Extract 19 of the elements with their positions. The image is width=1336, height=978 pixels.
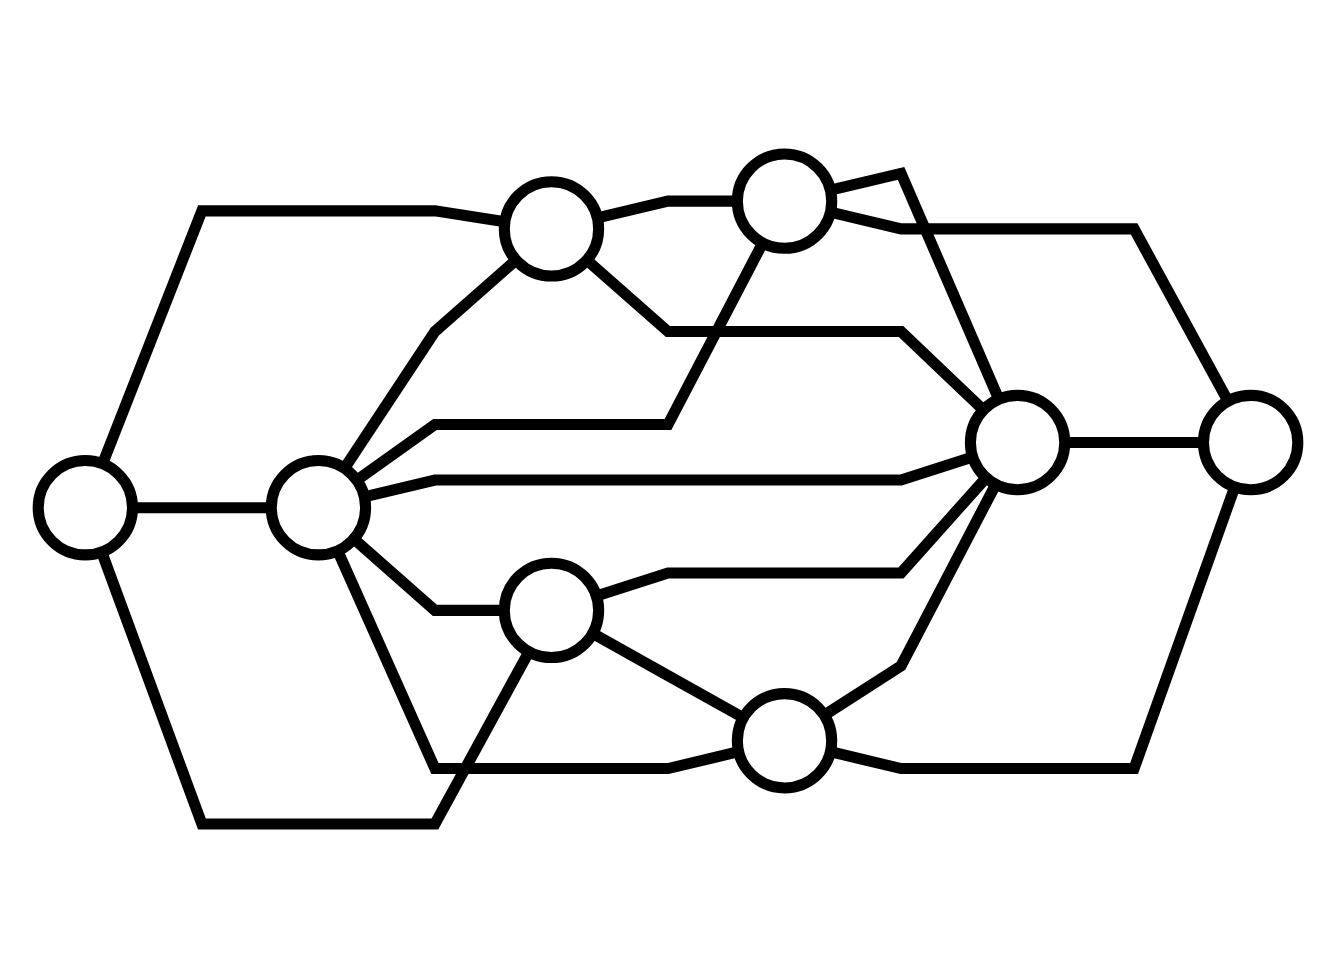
connector-line bbox=[97, 205, 506, 466]
connector-line bbox=[332, 548, 740, 775]
circle-node bbox=[731, 148, 838, 254]
circle-node bbox=[265, 455, 372, 561]
circle-node bbox=[731, 688, 838, 794]
circle-node bbox=[964, 389, 1071, 496]
connector-line bbox=[96, 550, 534, 830]
connector-line bbox=[829, 206, 1233, 404]
circle-node bbox=[498, 557, 605, 664]
circle-node bbox=[1197, 389, 1304, 496]
connector-line bbox=[821, 481, 1001, 720]
connector-line bbox=[829, 485, 1240, 775]
connector-line bbox=[829, 166, 1004, 402]
circle-node bbox=[32, 455, 139, 561]
connector-line bbox=[353, 240, 768, 485]
connector-line bbox=[339, 255, 520, 472]
connector-line bbox=[583, 255, 988, 415]
circle-node bbox=[498, 176, 605, 282]
connector-line bbox=[350, 534, 505, 616]
